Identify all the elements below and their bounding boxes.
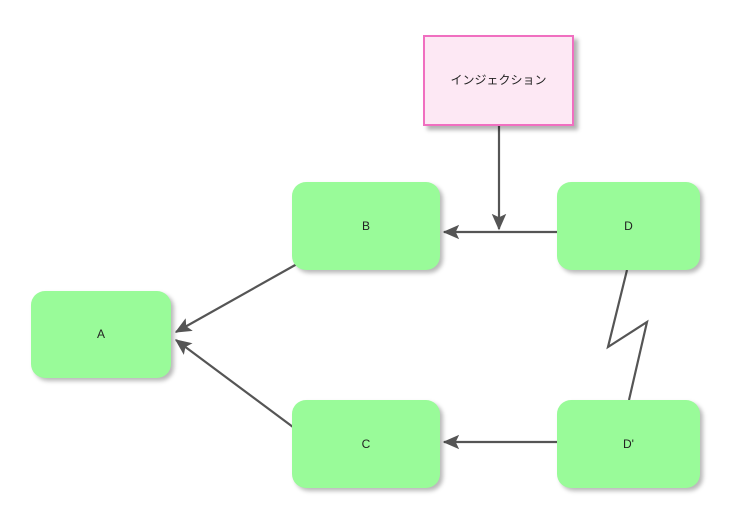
node-d[interactable]: D: [557, 182, 700, 270]
node-b-label: B: [361, 218, 370, 233]
node-d-label: D: [624, 218, 633, 233]
node-injection-label: インジェクション: [450, 73, 547, 87]
node-d-prime[interactable]: D': [557, 400, 700, 488]
edge-c-to-a: [174, 339, 302, 434]
edge-d-to-dp-lightning-icon: [606, 269, 649, 401]
node-injection[interactable]: インジェクション: [423, 35, 574, 126]
node-c[interactable]: C: [292, 400, 440, 488]
node-a-label: A: [96, 327, 105, 341]
node-b[interactable]: B: [292, 182, 440, 270]
node-c-label: C: [361, 436, 371, 451]
node-d-prime-label: D': [623, 436, 634, 451]
edge-b-to-a: [174, 263, 298, 333]
node-a[interactable]: A: [31, 291, 171, 378]
